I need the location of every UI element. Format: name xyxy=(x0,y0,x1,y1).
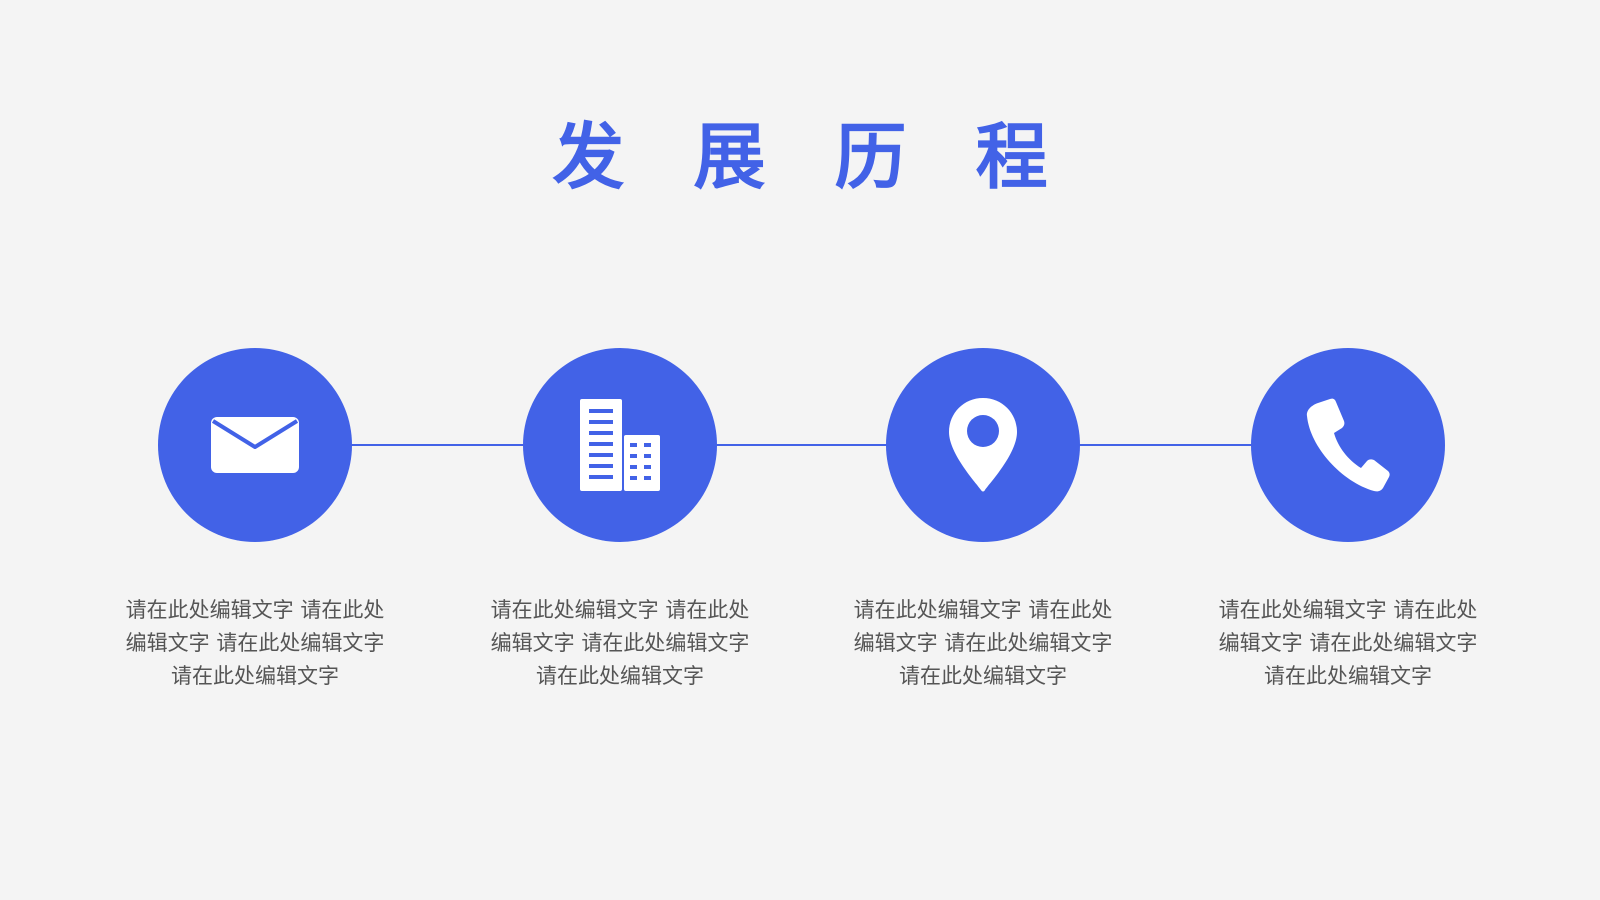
timeline-step-4: 请在此处编辑文字 请在此处编辑文字 请在此处编辑文字 请在此处编辑文字 xyxy=(1198,348,1498,693)
location-pin-icon xyxy=(949,398,1017,492)
building-icon xyxy=(580,399,660,491)
step-description: 请在此处编辑文字 请在此处编辑文字 请在此处编辑文字 请在此处编辑文字 xyxy=(490,598,750,688)
step-description: 请在此处编辑文字 请在此处编辑文字 请在此处编辑文字 请在此处编辑文字 xyxy=(125,598,385,688)
page-title: 发 展 历 程 xyxy=(552,115,1070,199)
step-description: 请在此处编辑文字 请在此处编辑文字 请在此处编辑文字 请在此处编辑文字 xyxy=(853,598,1113,688)
timeline-step-3: 请在此处编辑文字 请在此处编辑文字 请在此处编辑文字 请在此处编辑文字 xyxy=(833,348,1133,693)
step-circle xyxy=(158,348,352,542)
step-description: 请在此处编辑文字 请在此处编辑文字 请在此处编辑文字 请在此处编辑文字 xyxy=(1218,598,1478,688)
phone-icon xyxy=(1306,398,1390,492)
timeline-step-1: 请在此处编辑文字 请在此处编辑文字 请在此处编辑文字 请在此处编辑文字 xyxy=(105,348,405,693)
timeline-step-2: 请在此处编辑文字 请在此处编辑文字 请在此处编辑文字 请在此处编辑文字 xyxy=(470,348,770,693)
step-circle xyxy=(1251,348,1445,542)
step-circle xyxy=(886,348,1080,542)
timeline-connector-line xyxy=(255,444,1345,446)
step-circle xyxy=(523,348,717,542)
envelope-icon xyxy=(211,417,299,473)
